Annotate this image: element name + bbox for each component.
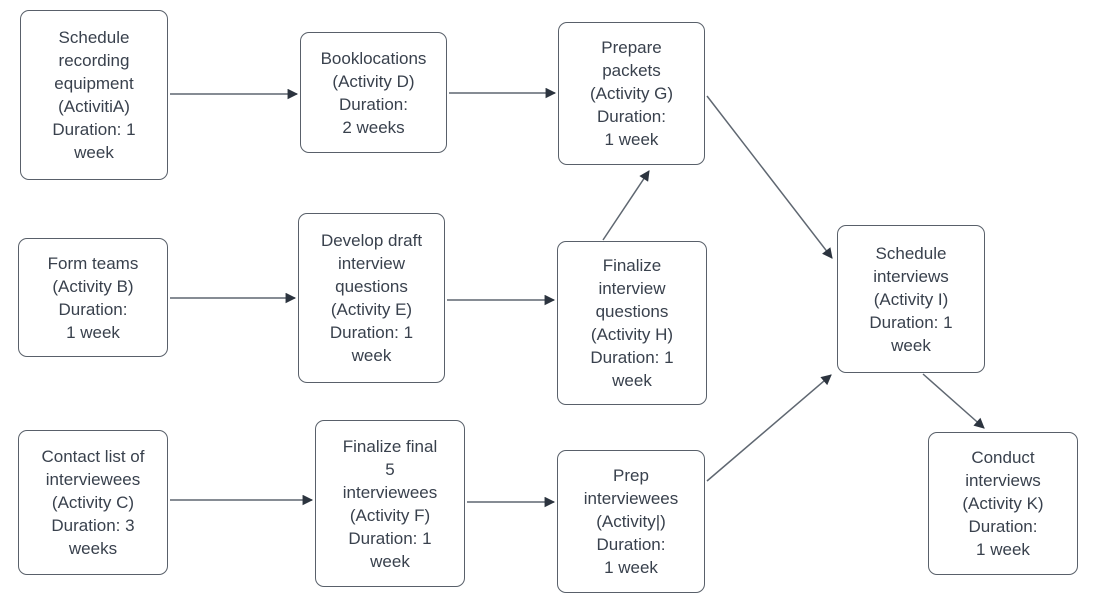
activity-node-j[interactable]: Prep interviewees (Activity|) Duration: …	[557, 450, 705, 593]
activity-node-d[interactable]: Booklocations (Activity D) Duration: 2 w…	[300, 32, 447, 153]
activity-node-k-label: Conduct interviews (Activity K) Duration…	[962, 448, 1044, 559]
edge-h-g	[602, 170, 650, 241]
activity-node-a-label: Schedule recording equipment (ActivitiA)…	[52, 28, 136, 162]
activity-node-b[interactable]: Form teams (Activity B) Duration: 1 week	[18, 238, 168, 357]
edge-g-i	[706, 95, 833, 259]
activity-node-k[interactable]: Conduct interviews (Activity K) Duration…	[928, 432, 1078, 575]
activity-node-e-label: Develop draft interview questions (Activ…	[320, 231, 423, 365]
activity-node-g-label: Prepare packets (Activity G) Duration: 1…	[589, 38, 674, 149]
activity-node-j-label: Prep interviewees (Activity|) Duration: …	[583, 466, 679, 577]
activity-node-c-label: Contact list of interviewees (Activity C…	[41, 447, 145, 558]
edge-j-i	[706, 374, 832, 482]
activity-node-h-label: Finalize interview questions (Activity H…	[590, 256, 674, 390]
edge-i-k	[922, 373, 985, 429]
activity-node-f-label: Finalize final 5 interviewees (Activity …	[342, 436, 438, 571]
activity-node-g[interactable]: Prepare packets (Activity G) Duration: 1…	[558, 22, 705, 165]
activity-node-d-label: Booklocations (Activity D) Duration: 2 w…	[320, 48, 427, 137]
activity-node-e[interactable]: Develop draft interview questions (Activ…	[298, 213, 445, 383]
activity-node-c[interactable]: Contact list of interviewees (Activity C…	[18, 430, 168, 575]
activity-node-f[interactable]: Finalize final 5 interviewees (Activity …	[315, 420, 465, 587]
activity-node-a[interactable]: Schedule recording equipment (ActivitiA)…	[20, 10, 168, 180]
activity-node-b-label: Form teams (Activity B) Duration: 1 week	[47, 253, 139, 342]
activity-node-h[interactable]: Finalize interview questions (Activity H…	[557, 241, 707, 405]
activity-node-i-label: Schedule interviews (Activity I) Duratio…	[869, 243, 953, 355]
activity-node-i[interactable]: Schedule interviews (Activity I) Duratio…	[837, 225, 985, 373]
